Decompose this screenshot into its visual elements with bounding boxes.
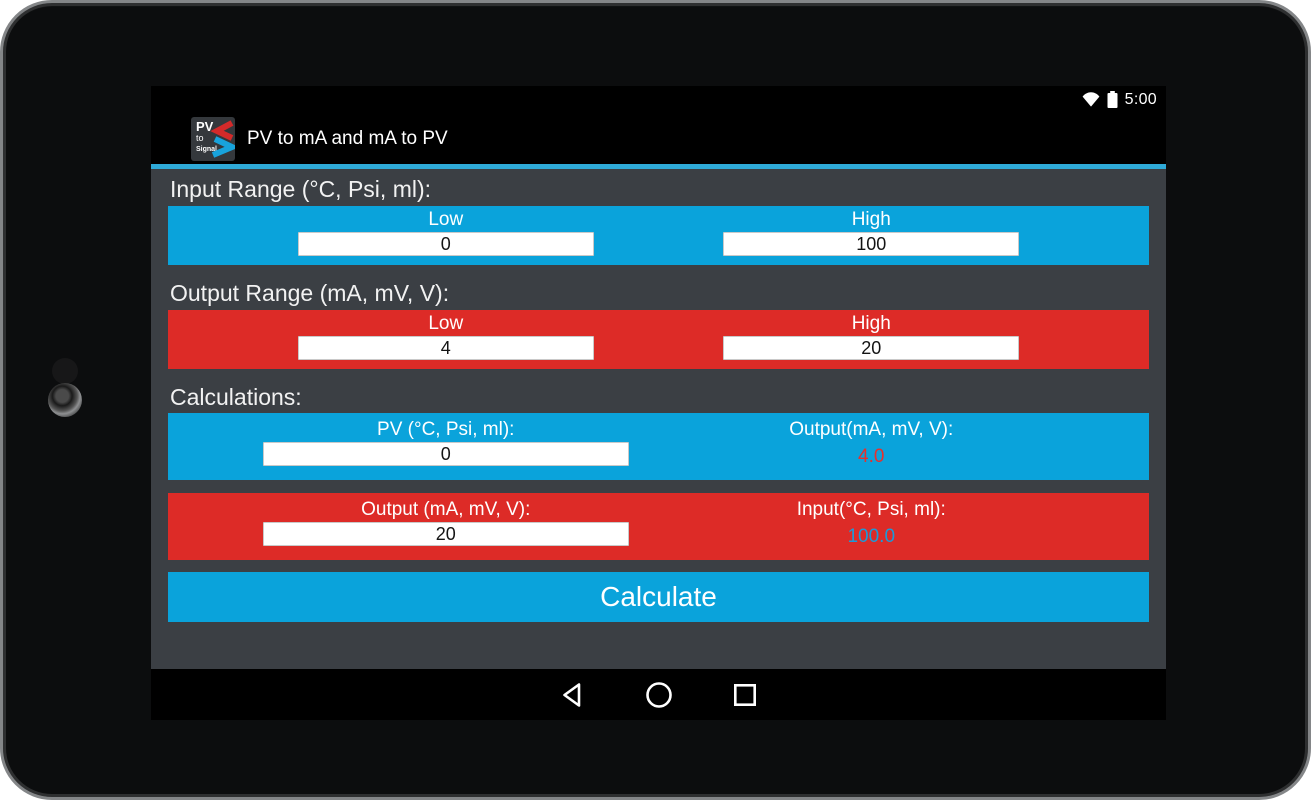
input-range-high-field[interactable] <box>723 232 1020 256</box>
app-logo-icon: PV to Signal <box>191 116 235 161</box>
output-range-low-label: Low <box>428 313 464 334</box>
pv-input-field[interactable] <box>262 442 629 466</box>
pv-input-label: PV (°C, Psi, ml): <box>377 419 515 440</box>
output-range-high-field[interactable] <box>723 336 1020 360</box>
output-range-row: Low High <box>168 310 1149 369</box>
logo-line1: PV <box>196 118 214 134</box>
input-range-low-field[interactable] <box>297 232 594 256</box>
signal-result-value: 4.0 <box>858 446 885 467</box>
output-range-section-label: Output Range (mA, mV, V): <box>170 280 450 306</box>
pv-result-group: Input(°C, Psi, ml): 100.0 <box>659 496 1085 560</box>
logo-arrows-icon <box>210 119 235 158</box>
pv-input-group: PV (°C, Psi, ml): <box>233 416 659 480</box>
battery-icon <box>1107 91 1118 108</box>
output-range-low-field[interactable] <box>297 336 594 360</box>
signal-input-field[interactable] <box>262 522 629 546</box>
output-range-high-group: High <box>659 310 1085 369</box>
input-range-high-group: High <box>659 206 1085 265</box>
app-bar: PV to Signal PV to mA and mA to PV <box>151 113 1166 164</box>
logo-line2: to <box>196 132 204 143</box>
status-time: 5:00 <box>1124 90 1157 108</box>
signal-to-pv-row: Output (mA, mV, V): Input(°C, Psi, ml): … <box>168 493 1149 560</box>
back-icon[interactable] <box>560 681 586 709</box>
logo-line3: Signal <box>196 145 218 153</box>
calculations-section-label: Calculations: <box>170 384 302 410</box>
light-sensor <box>52 358 78 384</box>
android-nav-bar <box>151 669 1166 720</box>
input-range-low-label: Low <box>428 209 464 230</box>
calculate-button[interactable]: Calculate <box>168 572 1149 622</box>
input-range-row: Low High <box>168 206 1149 265</box>
input-range-high-label: High <box>851 209 891 230</box>
device-screen: 5:00 PV to Signal PV to mA and mA to PV … <box>151 86 1166 720</box>
pv-result-value: 100.0 <box>847 526 896 547</box>
content-area: Input Range (°C, Psi, ml): Low High Outp… <box>151 169 1166 669</box>
app-title: PV to mA and mA to PV <box>247 127 448 149</box>
home-icon[interactable] <box>645 681 673 709</box>
front-camera <box>48 383 82 417</box>
pv-result-label: Input(°C, Psi, ml): <box>796 499 946 520</box>
pv-to-signal-row: PV (°C, Psi, ml): Output(mA, mV, V): 4.0 <box>168 413 1149 480</box>
signal-result-group: Output(mA, mV, V): 4.0 <box>659 416 1085 480</box>
input-range-section-label: Input Range (°C, Psi, ml): <box>170 176 432 202</box>
output-range-low-group: Low <box>233 310 659 369</box>
status-bar: 5:00 <box>151 86 1166 113</box>
output-range-high-label: High <box>851 313 891 334</box>
wifi-icon <box>1082 92 1100 107</box>
appbar-accent-divider <box>151 164 1166 169</box>
signal-result-label: Output(mA, mV, V): <box>789 419 954 440</box>
signal-input-label: Output (mA, mV, V): <box>361 499 531 520</box>
signal-input-group: Output (mA, mV, V): <box>233 496 659 560</box>
input-range-low-group: Low <box>233 206 659 265</box>
recents-icon[interactable] <box>732 682 758 708</box>
